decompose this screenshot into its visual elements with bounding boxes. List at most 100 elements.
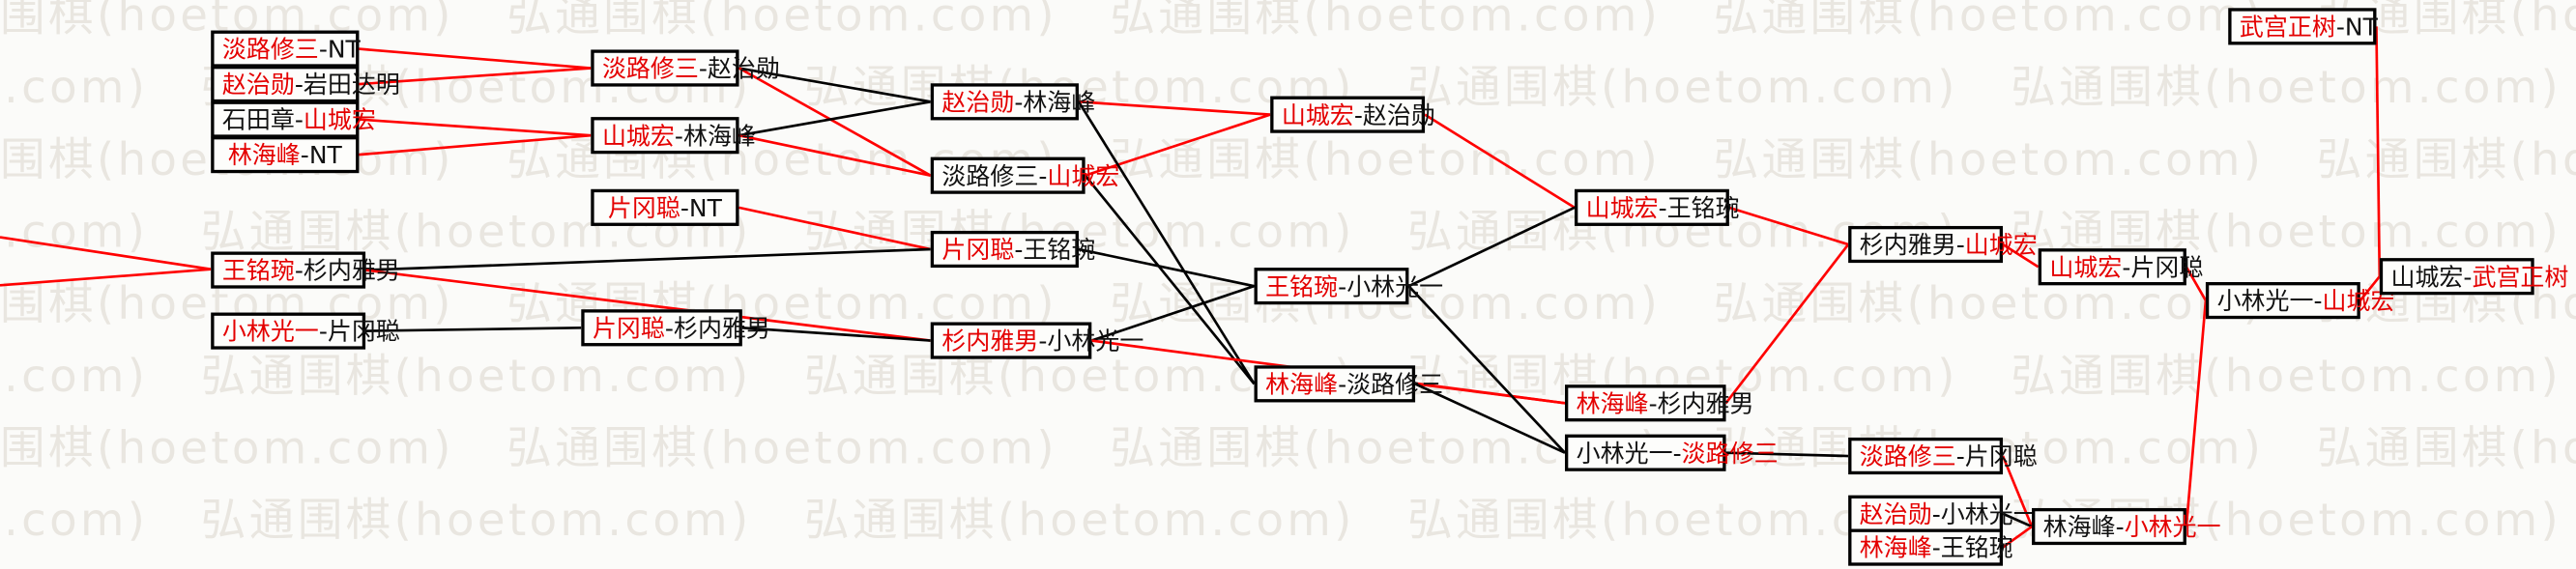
loser-name: 王铭琬 [1940,533,2013,563]
match-box[interactable]: 淡路修三-山城宏 [930,156,1119,194]
winner-edge [1728,206,1849,246]
loser-name: 岩田达明 [303,71,400,100]
loser-name: NT [327,35,361,65]
loser-edge [1078,247,1255,288]
winner-edge [2185,299,2208,527]
name-separator: - [674,122,683,151]
match-box[interactable]: 林海峰-NT [211,136,360,174]
loser-edge [1077,100,1256,385]
name-separator: - [1931,533,1941,563]
loser-edge [1090,284,1255,342]
name-separator: - [2463,263,2473,292]
loser-name: NT [308,141,342,170]
winner-edge [2185,266,2208,301]
match-box[interactable]: 林海峰-小林光一 [2032,507,2221,546]
name-separator: - [1955,230,1965,260]
winner-edge [1424,113,1576,209]
loser-name: 小林光一 [1940,499,2038,529]
loser-edge [1414,383,1566,454]
winner-name: 武宫正树 [2472,263,2569,292]
winner-edge [1085,113,1271,177]
name-separator: - [300,141,309,170]
winner-name: 山城宏 [601,122,675,151]
match-box[interactable]: 赵治勋-林海峰 [930,83,1095,121]
loser-name: 林海峰 [2042,512,2116,542]
match-box[interactable]: 小林光一-片冈聪 [211,312,400,350]
loser-name: 淡路修三 [941,161,1039,191]
winner-name: 赵治勋 [1859,499,1932,529]
match-box[interactable]: 小林光一-淡路修三 [1564,434,1779,471]
winner-name: 片冈聪 [941,235,1015,265]
winner-edge [1414,383,1566,405]
match-box[interactable]: 山城宏-武宫正树 [2379,258,2568,296]
match-box[interactable]: 杉内雅男-山城宏 [1848,225,2038,264]
winner-name: 山城宏 [303,105,376,135]
name-separator: - [698,54,708,84]
winner-name: 赵治勋 [941,88,1015,118]
match-box[interactable]: 石田章-山城宏 [211,100,376,138]
winner-edge [2002,242,2040,269]
loser-name: 赵治勋 [1362,100,1435,130]
name-separator: - [1014,235,1024,265]
match-box[interactable]: 林海峰-杉内雅男 [1564,384,1754,422]
loser-name: 杉内雅男 [1859,230,1956,260]
match-box[interactable]: 王铭琬-小林光一 [1254,268,1443,305]
match-box[interactable]: 林海峰-王铭琬 [1848,528,2013,566]
winner-edge [2359,275,2381,301]
match-box[interactable]: 片冈聪-NT [591,188,739,226]
match-box[interactable]: 山城宏-片冈聪 [2038,248,2203,286]
winner-name: 王铭琬 [221,256,295,286]
match-box[interactable]: 淡路修三-赵治勋 [591,49,780,87]
name-separator: - [664,314,674,344]
name-separator: - [1353,100,1363,130]
match-box[interactable]: 林海峰-淡路修三 [1254,365,1443,403]
match-box[interactable]: 山城宏-赵治勋 [1270,96,1435,133]
winner-name: 王铭琬 [1265,272,1339,301]
match-box[interactable]: 山城宏-林海峰 [591,117,756,155]
name-separator: - [2335,13,2345,43]
winner-name: 山城宏 [1047,161,1120,191]
match-box[interactable]: 片冈聪-王铭琬 [930,230,1095,269]
name-separator: - [1038,161,1048,191]
loser-name: 小林光一 [1576,439,1673,469]
loser-name: 石田章 [221,105,295,135]
loser-name: 杉内雅男 [1657,389,1754,419]
winner-name: 林海峰 [1265,370,1339,400]
loser-edge [741,326,931,342]
name-separator: - [2115,512,2125,542]
match-box[interactable]: 王铭琬-杉内雅男 [211,251,400,289]
match-box[interactable]: 淡路修三-片冈聪 [1848,437,2038,475]
match-box[interactable]: 武宫正树-NT [2228,8,2378,45]
loser-edge [1407,206,1576,288]
loser-name: 小林光一 [2216,286,2314,316]
loser-name: 小林光一 [1047,327,1144,356]
loser-edge [1407,285,1566,454]
loser-edge [365,326,582,332]
match-box[interactable]: 杉内雅男-小林光一 [930,322,1143,359]
match-box[interactable]: 淡路修三-NT [211,30,361,68]
name-separator: - [1658,193,1667,223]
loser-name: NT [2344,13,2378,43]
winner-name: 武宫正树 [2239,13,2336,43]
name-separator: - [1955,441,1965,471]
winner-edge [359,67,592,86]
loser-name: 赵治勋 [707,54,780,84]
match-box[interactable]: 赵治勋-岩田达明 [211,66,400,103]
winner-edge [359,133,592,156]
loser-name: 林海峰 [1023,88,1096,118]
loser-name: 杉内雅男 [303,256,400,286]
winner-edge [1078,100,1271,116]
winner-name: 山城宏 [1964,230,2038,260]
match-box[interactable]: 山城宏-王铭琬 [1574,188,1740,226]
match-box[interactable]: 赵治勋-小林光一 [1848,495,2038,532]
loser-edge [738,67,931,103]
match-box[interactable]: 片冈聪-杉内雅男 [581,309,770,347]
winner-edge [2001,455,2034,527]
loser-edge [365,247,931,271]
winner-name: 小林光一 [2124,512,2221,542]
name-separator: - [294,105,304,135]
winner-name: 片冈聪 [592,314,665,344]
match-box[interactable]: 小林光一-山城宏 [2205,282,2395,320]
